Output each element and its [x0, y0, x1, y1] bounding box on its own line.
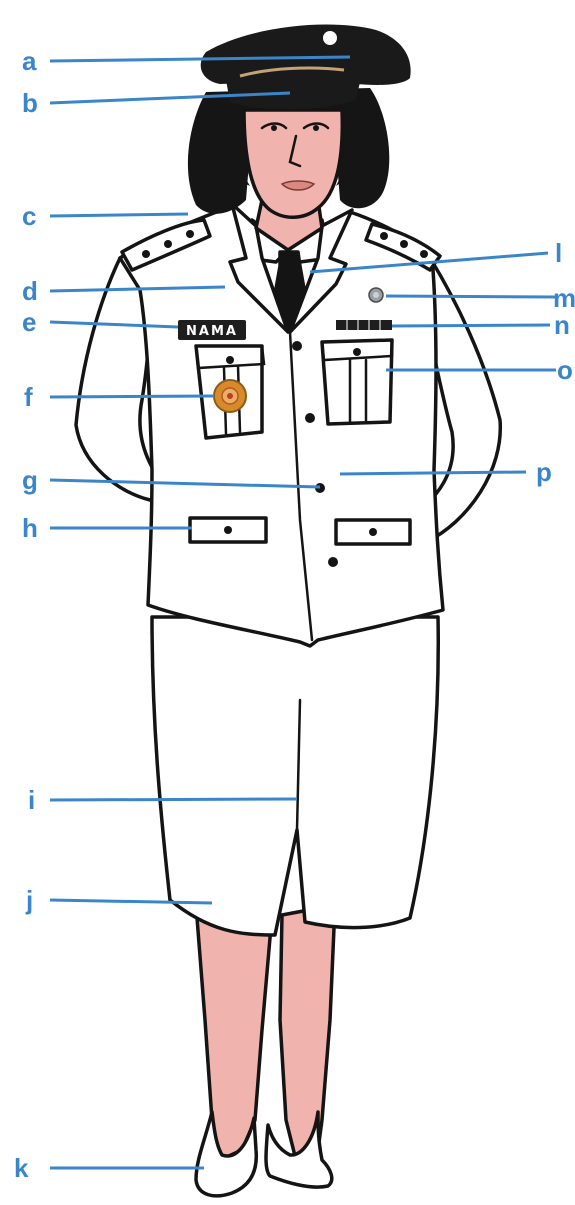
front-button-4 [328, 557, 338, 567]
left-strap-button-2 [164, 240, 172, 248]
name-plate-text: NAMA [186, 324, 238, 339]
right-strap-button-3 [420, 250, 428, 258]
label-h: h [22, 513, 38, 543]
front-button-1 [292, 341, 302, 351]
skirt [152, 617, 438, 935]
leader-m [386, 296, 556, 297]
label-d: d [22, 276, 38, 306]
leader-n [392, 325, 550, 326]
left-strap-button-1 [142, 250, 150, 258]
left-leg [196, 905, 272, 1160]
label-o: o [557, 355, 573, 385]
skirt-body [152, 617, 438, 935]
front-button-2 [305, 413, 315, 423]
left-pupil [271, 125, 277, 131]
right-pupil [313, 125, 319, 131]
label-j: j [25, 885, 33, 915]
label-g: g [22, 465, 38, 495]
cap-crown [201, 25, 411, 85]
cap-emblem [323, 31, 337, 45]
leader-c [50, 214, 188, 216]
label-k: k [14, 1153, 29, 1183]
label-l: l [555, 238, 562, 268]
label-m: m [553, 283, 575, 313]
label-c: c [22, 201, 36, 231]
jacket: NAMA [76, 204, 500, 646]
right-strap-button-2 [400, 240, 408, 248]
legs [196, 905, 335, 1160]
leader-p [340, 472, 526, 474]
pin-emblem-center [373, 292, 379, 298]
label-p: p [536, 457, 552, 487]
left-strap-button-3 [186, 230, 194, 238]
label-b: b [22, 88, 38, 118]
ribbon-bar [336, 320, 392, 330]
label-n: n [554, 310, 570, 340]
right-strap-button-1 [380, 232, 388, 240]
label-i: i [28, 785, 35, 815]
right-lower-pocket-button [369, 528, 377, 536]
left-pocket-button [226, 356, 234, 364]
label-e: e [22, 307, 36, 337]
label-f: f [24, 382, 33, 412]
right-leg [280, 905, 335, 1160]
label-a: a [22, 46, 37, 76]
right-pocket-button [353, 348, 361, 356]
leader-i [50, 799, 297, 800]
left-lower-pocket-button [224, 526, 232, 534]
leader-f [50, 396, 214, 397]
badge-center [227, 393, 233, 399]
